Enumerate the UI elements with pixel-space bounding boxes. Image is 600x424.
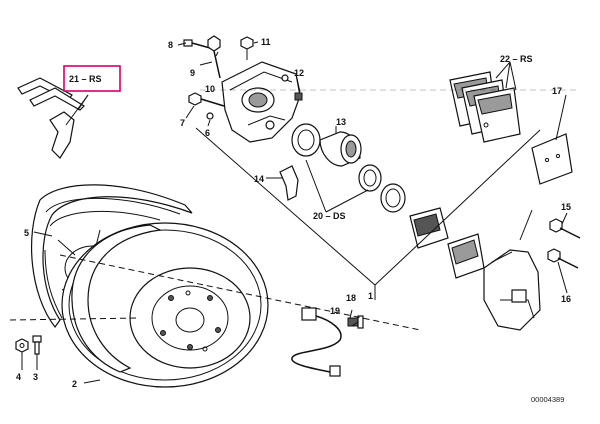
callout-7: 7 xyxy=(180,118,185,128)
callout-22: 22 – RS xyxy=(500,54,533,64)
retaining-spring-21 xyxy=(17,77,85,159)
pad-wear-sensor-18 xyxy=(291,307,342,377)
bleeder-bolt-8 xyxy=(183,39,211,49)
highlight-box-21 xyxy=(63,65,121,92)
callout-8: 8 xyxy=(168,40,173,50)
bolt-6-7 xyxy=(188,92,225,120)
piston-13 xyxy=(319,131,362,167)
callout-14: 14 xyxy=(254,174,264,184)
catalog-number: 00004389 xyxy=(531,395,564,404)
guide-bolt-15 xyxy=(549,218,581,239)
brake-disc xyxy=(61,222,269,388)
callout-21: 21 – RS xyxy=(69,74,102,84)
dust-boot xyxy=(291,123,321,157)
brake-pad-set-22 xyxy=(449,71,521,143)
callout-5: 5 xyxy=(24,228,29,238)
callout-16: 16 xyxy=(561,294,571,304)
leader-lines xyxy=(9,41,580,384)
callout-11: 11 xyxy=(261,37,271,47)
outer-brake-pad xyxy=(447,233,485,279)
bolt-11 xyxy=(240,36,254,60)
callout-13: 13 xyxy=(336,117,346,127)
callout-9: 9 xyxy=(190,68,195,78)
callout-19: 19 xyxy=(330,306,340,316)
anti-rattle-spring-14 xyxy=(279,165,299,201)
guide-bolt-16 xyxy=(547,248,579,269)
screw-3 xyxy=(32,335,42,355)
caliper-housing xyxy=(483,209,541,331)
callout-10: 10 xyxy=(205,84,215,94)
seal-ring xyxy=(358,164,406,213)
callout-2: 2 xyxy=(72,379,77,389)
callout-20: 20 – DS xyxy=(313,211,346,221)
callout-18: 18 xyxy=(346,293,356,303)
callout-15: 15 xyxy=(561,202,571,212)
anti-squeal-plate-17 xyxy=(531,133,573,185)
inner-brake-pad xyxy=(409,207,449,249)
callout-12: 12 xyxy=(294,68,304,78)
callout-6: 6 xyxy=(205,128,210,138)
callout-17: 17 xyxy=(552,86,562,96)
bolt-10 xyxy=(207,35,221,79)
caliper-carrier xyxy=(221,61,301,143)
nut-4 xyxy=(15,338,29,353)
callout-4: 4 xyxy=(16,372,21,382)
cap-12 xyxy=(294,92,303,101)
callout-3: 3 xyxy=(33,372,38,382)
callout-1: 1 xyxy=(368,291,373,301)
